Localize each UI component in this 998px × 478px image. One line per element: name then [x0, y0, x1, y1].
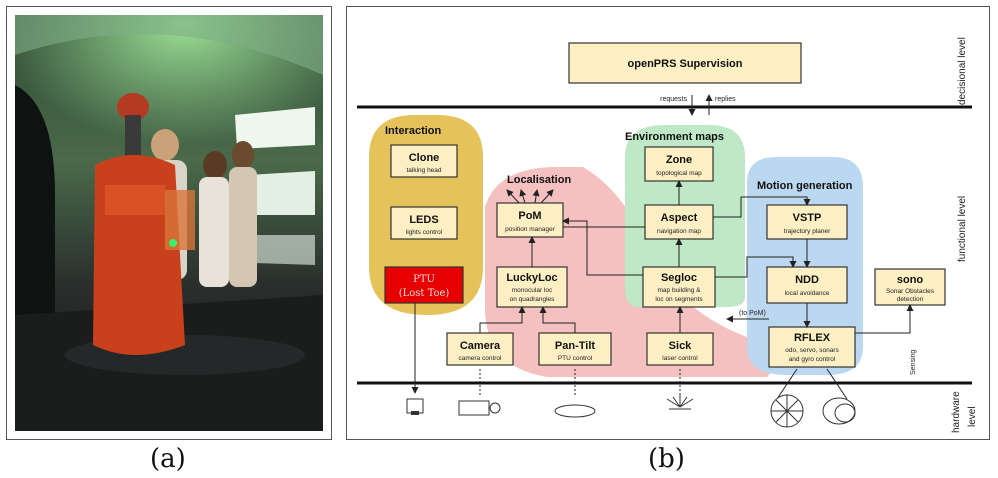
functional-level-label: functional level: [957, 196, 968, 262]
leds-module: [390, 206, 458, 240]
sono-module: [874, 268, 946, 306]
zone-module: [644, 146, 714, 182]
segloc-to-ndd: [715, 256, 797, 278]
requests-label: requests: [660, 96, 687, 103]
luckyloc-sub-a: monocular loc: [512, 287, 553, 294]
rflex-sub-b: and gyro control: [789, 356, 836, 363]
environment-title: Environment maps: [625, 131, 724, 143]
camera-to-luckyloc: [479, 306, 526, 333]
vstp-title: VSTP: [793, 212, 822, 224]
sono-sub-b: detection: [897, 296, 924, 303]
segloc-title: Segloc: [661, 272, 697, 284]
camera-hardware-icon: [458, 400, 501, 416]
caption-b: (b): [648, 444, 685, 474]
ndd-sub: local avoidance: [785, 290, 830, 297]
pantilt-sub: PTU control: [558, 355, 593, 362]
clone-sub: talking head: [406, 167, 441, 174]
robot-photo-image: [15, 15, 323, 431]
camera-sub: camera control: [459, 355, 503, 362]
camera-title: Camera: [460, 340, 501, 352]
luckyloc-sub-b: on quadrangles: [510, 296, 556, 303]
segloc-sub-b: loc on segments: [655, 296, 703, 303]
wheels-hardware-icon: [770, 394, 856, 428]
pom-out-3: [532, 189, 540, 204]
segloc-sub-a: map building &: [658, 287, 702, 294]
luckyloc-module: [496, 266, 568, 308]
aspect-to-vstp: [713, 196, 811, 218]
rflex-to-sono: [855, 304, 914, 334]
sick-sub: laser control: [662, 355, 698, 362]
localisation-title: Localisation: [507, 174, 571, 186]
architecture-diagram: decisional level functional level hardwa…: [346, 6, 990, 440]
sensing-title: Sensing: [910, 350, 917, 375]
hardware-level-label-a: hardware: [951, 391, 962, 433]
interaction-title: Interaction: [385, 125, 442, 137]
sono-title: sono: [897, 274, 924, 286]
replies-label: replies: [715, 96, 736, 103]
clone-module: [390, 144, 458, 178]
leds-sub: lights control: [406, 229, 443, 236]
to-pom-label: (to PoM): [739, 310, 766, 317]
rflex-module: [768, 326, 856, 368]
segloc-to-pom: [562, 217, 643, 276]
luckyloc-title: LuckyLoc: [506, 272, 557, 284]
ptu-hardware-icon: [406, 398, 424, 415]
photo-frame: [6, 6, 332, 440]
robot-photo: [15, 15, 323, 431]
pantilt-title: Pan-Tilt: [555, 340, 595, 352]
aspect-title: Aspect: [661, 212, 698, 224]
sick-title: Sick: [669, 340, 693, 352]
zone-sub: topological map: [656, 170, 702, 177]
aspect-sub: navigation map: [657, 228, 701, 235]
caption-a: (a): [150, 444, 186, 474]
supervision-label: openPRS Supervision: [628, 58, 743, 70]
rflex-title: RFLEX: [794, 332, 831, 344]
motion-title: Motion generation: [757, 180, 853, 192]
pom-out-1: [506, 189, 520, 204]
segloc-module: [642, 266, 716, 308]
rflex-to-hw: [776, 368, 848, 400]
camera-module: [446, 332, 514, 366]
ndd-title: NDD: [795, 274, 819, 286]
ptu-title-b: (Lost Toe): [399, 288, 450, 299]
rflex-sub-a: odo, servo, sonars: [785, 347, 839, 354]
pantilt-module: [538, 332, 612, 366]
supervision-box: [568, 42, 802, 84]
zone-title: Zone: [666, 154, 692, 166]
pantilt-to-luckyloc: [539, 306, 576, 333]
leds-title: LEDS: [409, 214, 438, 226]
laser-hardware-icon: [666, 395, 694, 410]
decisional-level-label: decisional level: [957, 37, 968, 105]
pom-out-4: [540, 189, 554, 204]
vstp-sub: trajectory planer: [784, 228, 831, 235]
ptu-title-a: PTU: [413, 274, 435, 285]
clone-title: Clone: [409, 152, 440, 164]
ptu-module: [384, 266, 464, 304]
hardware-level-label-b: level: [967, 406, 978, 427]
pom-out-2: [519, 189, 527, 204]
pom-sub: position manager: [505, 226, 556, 233]
sono-sub-a: Sonar Obstacles: [886, 288, 935, 295]
pom-title: PoM: [518, 210, 541, 222]
pantilt-hardware-icon: [554, 404, 596, 418]
sick-module: [646, 332, 714, 366]
